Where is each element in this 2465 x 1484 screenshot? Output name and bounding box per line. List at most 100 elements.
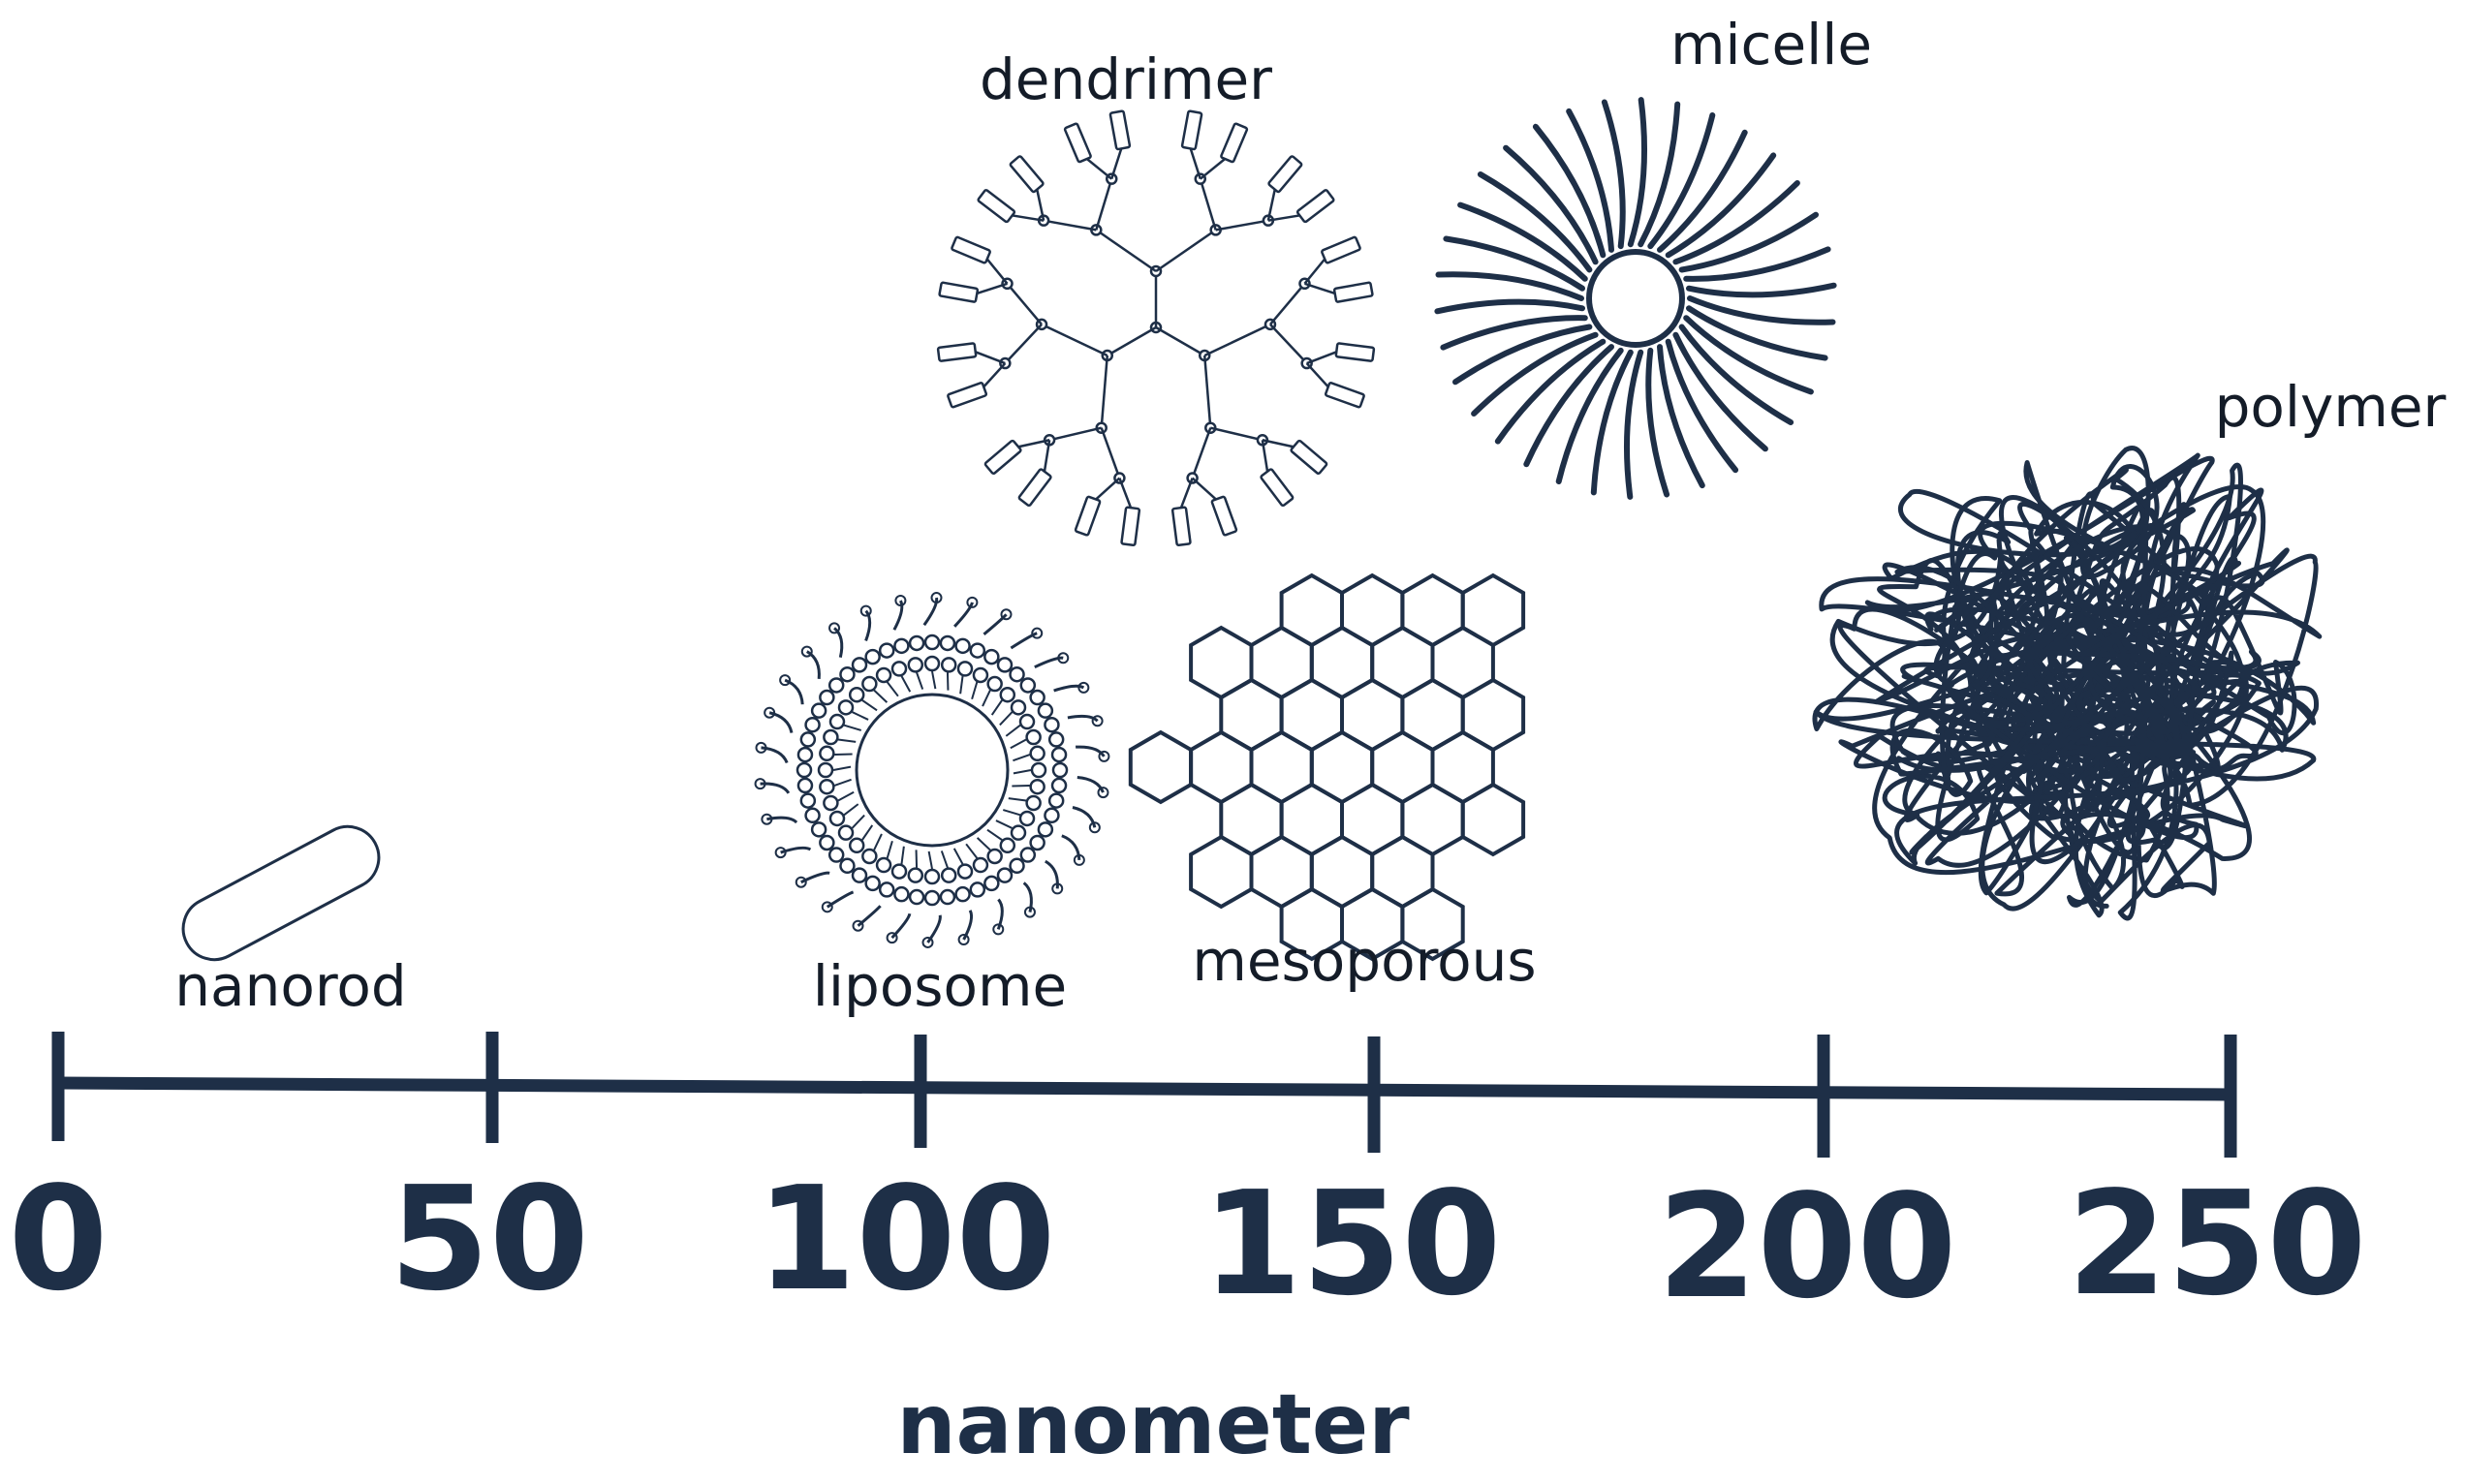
liposome-outer-molecule [890,912,912,940]
liposome-outer-head [1050,777,1068,794]
dendrimer-branch [1188,143,1201,180]
dendrimer-branch [1118,478,1134,512]
liposome-inner-head [837,699,855,716]
liposome-inner-head [828,713,846,730]
liposome-outer-head [1029,689,1045,706]
liposome-outer-head [983,648,1000,665]
liposome-tail [995,819,1013,829]
dendrimer-terminal [1063,122,1092,164]
liposome-outer-head [1044,716,1060,733]
liposome-outer-head [819,834,835,851]
micelle-chain [1440,315,1588,351]
dendrimer-branch [980,362,1007,391]
liposome-outer-molecule [1044,859,1059,889]
liposome-outer-molecule [1067,714,1099,723]
dendrimer-branch [1199,178,1217,231]
liposome-shape [754,592,1110,948]
dendrimer-branch [1209,426,1264,442]
dendrimer-branch [1155,229,1217,273]
liposome-inner-head [837,824,855,841]
dendrimer-branch [1269,282,1306,325]
micelle-chain [1672,331,1768,452]
micelle-chain [1523,344,1614,468]
liposome-inner-head [1029,745,1045,762]
liposome-inner-head [999,686,1016,703]
liposome-outer-molecule [833,627,844,658]
liposome-tail [1013,769,1032,775]
dendrimer-terminal [1074,495,1102,537]
dendrimer-terminal [983,439,1022,475]
liposome-inner-head [999,837,1016,854]
liposome-inner-head [923,655,941,672]
liposome-tail [931,670,937,690]
micelle-chain [1532,123,1607,259]
liposome-tail [965,843,979,859]
liposome-tail [852,711,869,721]
liposome-outer-molecule [826,890,855,909]
micelle-chain [1623,349,1644,500]
liposome-outer-head [839,665,856,683]
liposome-outer-molecule [1034,656,1064,669]
micelle-label: micelle [1670,12,1872,77]
liposome-outer-head [1019,677,1037,694]
liposome-inner-head [1025,794,1042,812]
liposome-outer-molecule [996,898,1004,930]
micelle-chain [1657,344,1705,489]
liposome-outer-molecule-head [1051,882,1064,895]
liposome-outer-head [810,702,827,719]
liposome-outer-head [1047,792,1065,809]
liposome-outer-head [799,731,817,748]
liposome-outer-head [796,777,814,794]
liposome-outer-molecule [766,816,798,824]
liposome-tail [861,824,874,841]
liposome-tail [940,850,949,869]
dendrimer-branch [971,349,1006,365]
dendrimer-branch [1004,324,1043,364]
liposome-tail [843,724,862,731]
liposome-outer-molecule-head [1097,787,1109,799]
liposome-outer-molecule [768,711,794,733]
liposome-inner-head [1010,699,1027,716]
liposome-outer-molecule-head [754,778,766,790]
dendrimer-branch [972,282,1008,296]
liposome-inner-head [861,848,878,865]
liposome-outer-head [983,875,1000,892]
dendrimer-terminal [947,382,988,409]
micelle-chain [1601,99,1626,250]
dendrimer-branch [1306,349,1341,365]
liposome-outer-molecule [761,746,789,764]
dendrimer-shape [936,109,1376,547]
liposome-tail [976,837,991,851]
dendrimer-branch [1266,184,1277,221]
liposome-outer-molecule [1061,834,1081,861]
tick-label-50: 50 [390,1156,589,1322]
dendrimer-terminal [1334,342,1376,362]
dendrimer-branch [1261,440,1270,477]
liposome-outer-molecule [805,650,821,680]
micelle-chain [1683,246,1831,282]
liposome-outer-head [969,642,986,659]
tick-label-150: 150 [1202,1160,1502,1327]
dendrimer-terminal [1290,439,1328,475]
liposome-outer-molecule [1053,684,1085,693]
liposome-inner-head [1018,810,1036,827]
dendrimer-branch [1178,478,1194,512]
liposome-outer-molecule-head [828,622,841,634]
liposome-outer-molecule-head [894,595,907,607]
liposome-outer-head [893,885,910,903]
micelle-chain [1452,324,1593,386]
dendrimer-branch [1008,213,1045,222]
liposome-inner-head [848,837,865,854]
liposome-outer-head [839,857,856,875]
dendrimer-terminal [1180,109,1203,151]
liposome-outer-head [1037,702,1054,719]
liposome-outer-molecule [983,613,1008,635]
dendrimer-branch [1091,477,1121,504]
liposome-inner-head [956,661,974,677]
liposome-tail [886,681,899,697]
micelle-chain [1435,271,1584,301]
mesoporous-label: mesoporous [1192,928,1536,994]
micelle-chain [1665,338,1739,474]
liposome-core [855,693,1010,848]
liposome-outer-head [996,657,1014,673]
